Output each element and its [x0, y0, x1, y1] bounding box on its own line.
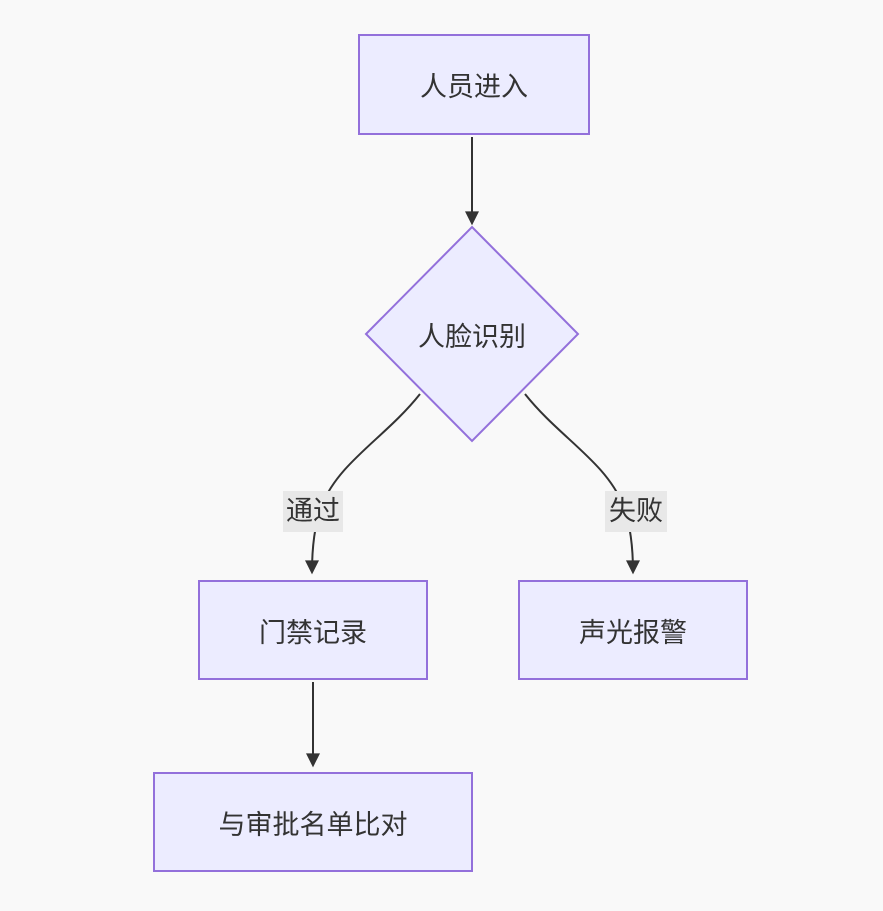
decision-diamond-shape: [364, 225, 580, 443]
node-compare-approval-list-label: 与审批名单比对: [218, 809, 408, 840]
edge-face-recognition-to-access-record: [305, 393, 421, 575]
node-entry-label: 人员进入: [420, 72, 528, 102]
node-sound-light-alarm-label: 声光报警: [579, 617, 687, 648]
edge-face-recognition-to-alarm: [524, 393, 640, 575]
node-access-record: 门禁记录: [198, 580, 428, 680]
node-compare-approval-list: 与审批名单比对: [153, 772, 473, 872]
node-entry: 人员进入: [358, 34, 590, 135]
node-face-recognition-label: 人脸识别: [418, 321, 526, 352]
node-face-recognition: 人脸识别: [372, 307, 572, 361]
edge-label-fail: 失败: [605, 491, 667, 532]
edge-label-pass: 通过: [283, 491, 343, 532]
node-sound-light-alarm: 声光报警: [518, 580, 748, 680]
edge-label-fail-text: 失败: [609, 496, 663, 526]
edge-label-pass-text: 通过: [286, 496, 340, 526]
node-access-record-label: 门禁记录: [259, 617, 367, 648]
